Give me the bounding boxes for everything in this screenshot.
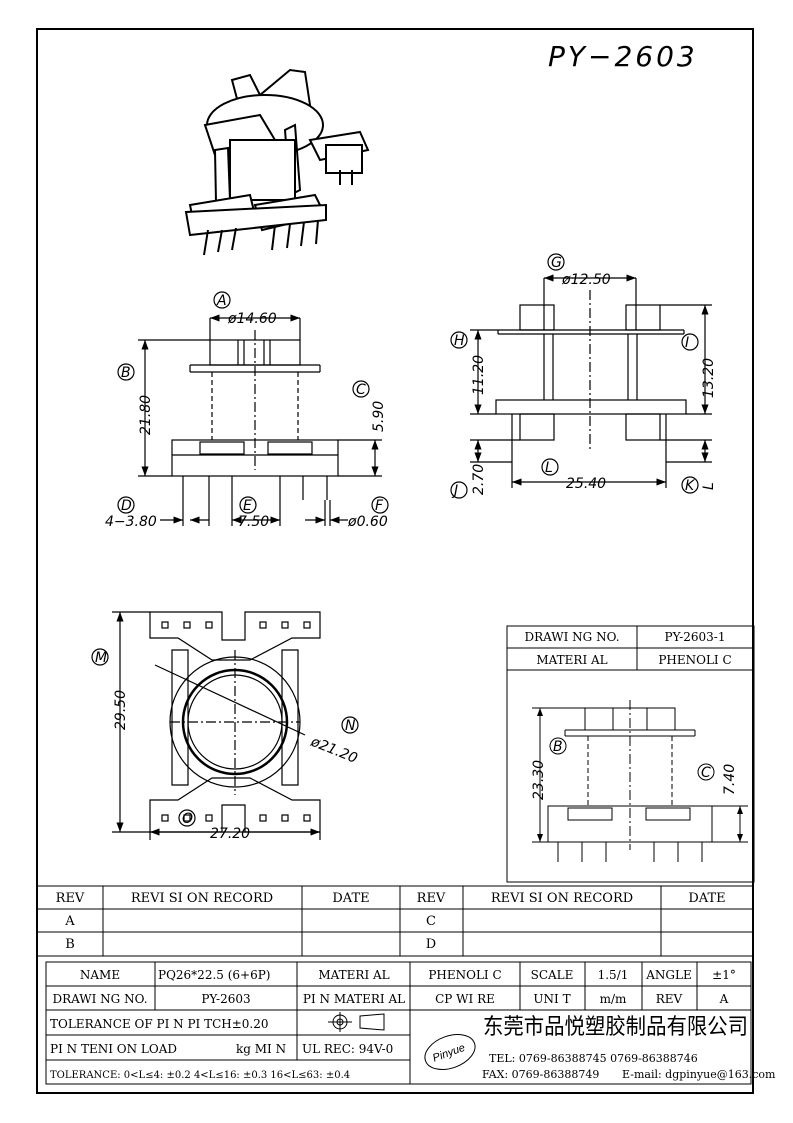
dim-h: 11.20: [471, 355, 487, 395]
dim-d: 4−3.80: [105, 514, 157, 530]
label-i: I: [685, 335, 689, 351]
sub-material-label: MATERI AL: [536, 653, 607, 667]
dim-j: 2.70: [471, 464, 487, 495]
email: E-mail: dgpinyue@163.com: [622, 1068, 776, 1081]
label-g: G: [551, 255, 562, 271]
rev-row-b: B: [65, 937, 75, 952]
name-value: PQ26*22.5 (6+6P): [158, 968, 270, 982]
pin-material-label: PI N MATERI AL: [303, 992, 405, 1006]
sub-drawing-no: PY-2603-1: [665, 630, 726, 644]
label-o: O: [182, 811, 193, 827]
label-n: N: [345, 718, 356, 734]
dim-c: 5.90: [371, 401, 387, 432]
drawing-title: PY−2603: [548, 40, 698, 73]
sub-view-box: [506, 625, 755, 883]
sub-label-c: C: [701, 765, 711, 781]
rev-header-record-1: REVI SI ON RECORD: [131, 891, 273, 906]
drawing-no-label: DRAWI NG NO.: [52, 992, 147, 1006]
rev-row-c: C: [426, 914, 436, 929]
title-block: [45, 961, 752, 1085]
angle-value: ±1°: [712, 968, 736, 982]
unit-value: m/m: [600, 992, 627, 1006]
logo-text: Pinyue: [431, 1042, 467, 1065]
label-f: F: [375, 498, 384, 514]
rev-header-date-2: DATE: [688, 891, 725, 906]
label-a: A: [216, 293, 227, 309]
scale-value: 1.5/1: [598, 968, 629, 982]
rev-header-record-2: REVI SI ON RECORD: [491, 891, 633, 906]
drawing-no-value: PY-2603: [201, 992, 250, 1006]
rev-value: A: [719, 992, 729, 1006]
label-j: J: [451, 483, 458, 499]
material-label: MATERI AL: [318, 968, 389, 982]
label-l: L: [545, 460, 553, 476]
sub-drawing-no-label: DRAWI NG NO.: [524, 630, 619, 644]
label-c: C: [356, 382, 366, 398]
rev-header-rev-2: REV: [417, 891, 446, 906]
pin-material-value: CP WI RE: [435, 992, 495, 1006]
bottom-view: [91, 611, 359, 840]
ul-rec: UL REC: 94V-0: [302, 1042, 393, 1056]
company-name: 东莞市品悦塑胶制品有限公司: [483, 1015, 748, 1040]
dim-l: 25.40: [566, 476, 606, 492]
pin-tension-label: PI N TENI ON LOAD: [50, 1042, 177, 1056]
label-m: M: [95, 650, 107, 666]
label-d: D: [121, 498, 132, 514]
rev-row-d: D: [426, 937, 436, 952]
tolerance-range: TOLERANCE: 0<L≤4: ±0.2 4<L≤16: ±0.3 16<L…: [50, 1070, 350, 1081]
side-view: [450, 253, 712, 499]
dim-m: 29.50: [113, 690, 129, 730]
dim-k: L: [701, 482, 717, 490]
rev-row-a: A: [64, 914, 75, 929]
pin-tension-unit: kg MI N: [236, 1042, 286, 1056]
label-h: H: [454, 333, 465, 349]
rev-header-rev-1: REV: [56, 891, 85, 906]
rev-label: REV: [656, 992, 683, 1006]
sub-label-b: B: [553, 739, 563, 755]
material-value: PHENOLI C: [428, 968, 501, 982]
isometric-view: [184, 68, 370, 256]
revision-table: [36, 885, 754, 957]
fax: FAX: 0769-86388749: [482, 1068, 599, 1081]
front-view: [117, 291, 389, 526]
dim-a: ø14.60: [227, 311, 277, 327]
name-label: NAME: [80, 968, 120, 982]
drawing-frame: [36, 28, 754, 1094]
tel: TEL: 0769-86388745 0769-86388746: [489, 1052, 698, 1065]
sub-material: PHENOLI C: [658, 653, 731, 667]
sub-dim-b: 23.30: [531, 760, 547, 800]
dim-b: 21.80: [138, 395, 154, 435]
dim-o: 27.20: [210, 826, 250, 842]
tolerance-pitch: TOLERANCE OF PI N PI TCH±0.20: [50, 1017, 269, 1031]
label-k: K: [685, 478, 696, 494]
scale-label: SCALE: [531, 968, 574, 982]
dim-i: 13.20: [701, 358, 717, 398]
sub-dim-c: 7.40: [722, 764, 738, 795]
label-b: B: [121, 365, 131, 381]
unit-label: UNI T: [533, 992, 570, 1006]
angle-label: ANGLE: [645, 968, 691, 982]
dim-g: ø12.50: [561, 272, 611, 288]
dim-f: ø0.60: [347, 514, 388, 530]
dim-e: 7.50: [238, 514, 269, 530]
rev-header-date-1: DATE: [332, 891, 369, 906]
label-e: E: [243, 498, 252, 514]
dim-n: ø21.20: [308, 733, 360, 766]
